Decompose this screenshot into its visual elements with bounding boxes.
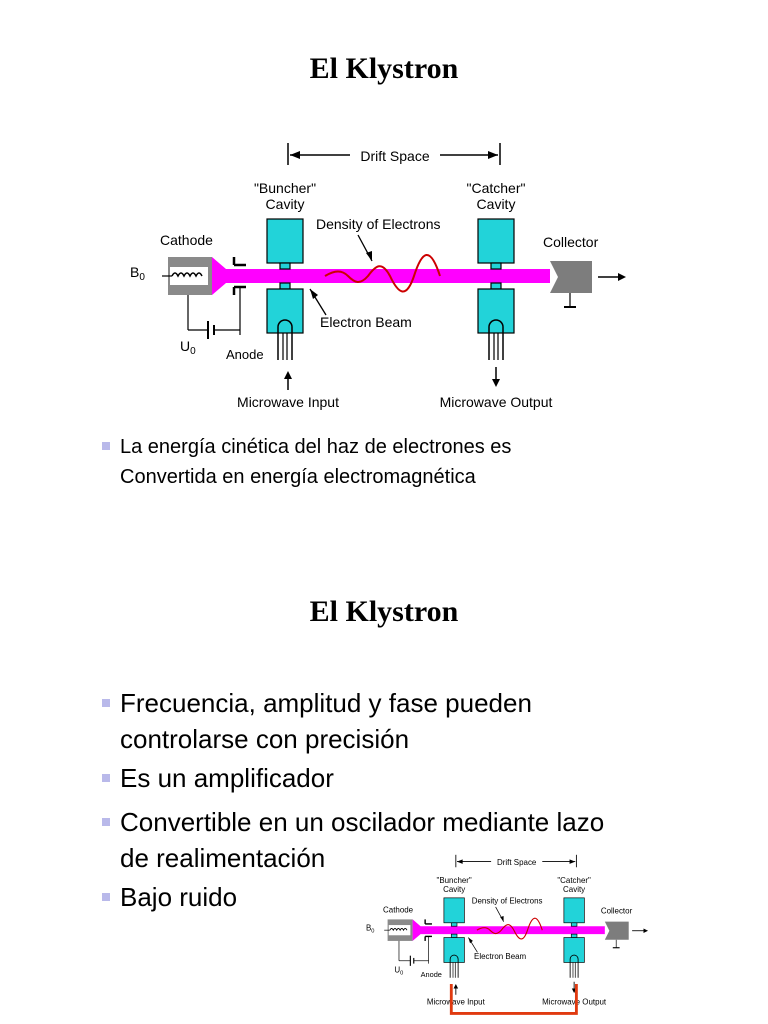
bullet-item: Es un amplificador	[102, 760, 604, 796]
microwave-output-label: Microwave Output	[440, 394, 553, 410]
electron-beam-label: Electron Beam	[320, 314, 412, 330]
slide1-bullet-line2: Convertida en energía electromagnética	[120, 466, 476, 488]
u0-label: U0	[180, 338, 196, 357]
collector-label: Collector	[543, 234, 599, 250]
buncher-cavity-label: Cavity	[266, 196, 305, 212]
electron-beam	[212, 257, 550, 295]
slide2-bullets: Frecuencia, amplitud y fase pueden contr…	[102, 685, 604, 915]
bullet-marker	[102, 818, 110, 826]
catcher-label: "Catcher"	[467, 180, 526, 196]
bullet-text: Convertible en un oscilador mediante laz…	[120, 807, 605, 837]
buncher-label: "Buncher"	[254, 180, 316, 196]
density-wave	[324, 254, 441, 293]
bullet-text: Bajo ruido	[120, 882, 238, 912]
slide1-bullet-line1: La energía cinética del haz de electrone…	[120, 436, 512, 458]
klystron-diagram: Drift Space "Buncher" Cavity "Catcher" C…	[130, 143, 626, 410]
slide1-title: El Klystron	[309, 52, 459, 85]
b0-label: B0	[130, 264, 145, 283]
bullet-item: Convertible en un oscilador mediante laz…	[102, 804, 604, 876]
bullet-marker	[102, 893, 110, 901]
bullet-item: Bajo ruido	[102, 879, 604, 915]
cathode-label: Cathode	[160, 232, 213, 248]
drift-space-label: Drift Space	[360, 148, 429, 164]
bullet-text: controlarse con precisión	[120, 724, 410, 754]
bullet-marker	[102, 442, 110, 450]
slide2-title: El Klystron	[309, 595, 459, 628]
bullet-item: Frecuencia, amplitud y fase pueden contr…	[102, 685, 604, 757]
bullet-text: Es un amplificador	[120, 763, 334, 793]
bullet-text: de realimentación	[120, 843, 326, 873]
microwave-input-label: Microwave Input	[237, 394, 339, 410]
density-label: Density of Electrons	[316, 216, 441, 232]
klystron-diagram-small	[366, 854, 649, 1015]
anode-label: Anode	[226, 347, 264, 362]
collector-block	[550, 261, 592, 293]
bullet-marker	[102, 699, 110, 707]
bullet-marker	[102, 774, 110, 782]
feedback-loop	[449, 984, 578, 1015]
bullet-text: Frecuencia, amplitud y fase pueden	[120, 688, 532, 718]
catcher-cavity-label: Cavity	[477, 196, 516, 212]
slide1-bullet: La energía cinética del haz de electrone…	[102, 432, 511, 492]
